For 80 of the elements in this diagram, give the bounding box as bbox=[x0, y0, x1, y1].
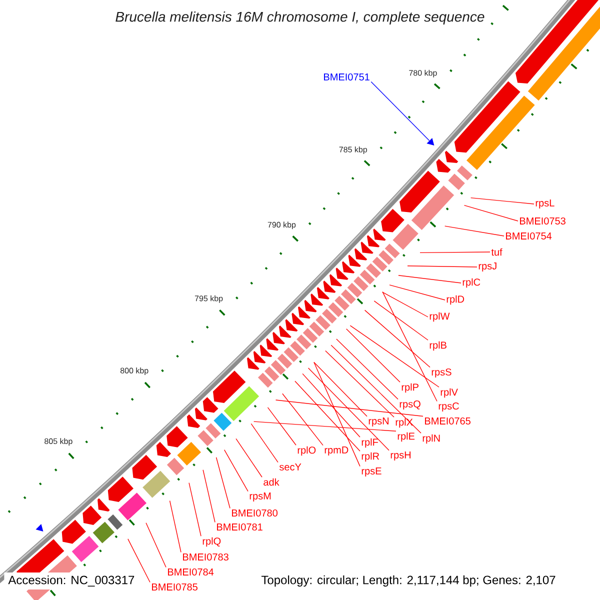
leader-line bbox=[330, 344, 422, 434]
gene-label: rplE bbox=[398, 432, 415, 442]
info-text: Accession: NC_003317 bbox=[4, 572, 139, 590]
leader-line bbox=[216, 457, 230, 509]
scale-label: 785 kbp bbox=[339, 146, 367, 154]
gene-label: rplP bbox=[402, 383, 418, 393]
leader-line bbox=[464, 204, 518, 222]
leader-line bbox=[374, 300, 428, 340]
gene-label: secY bbox=[279, 464, 302, 470]
leader-line bbox=[382, 291, 438, 402]
title: Brucella melitensis 16M chromosome I, complete sequence bbox=[116, 11, 484, 25]
leader-line bbox=[336, 338, 398, 400]
gene-label: rplW bbox=[430, 312, 450, 322]
leader-line bbox=[282, 393, 324, 446]
leader-line bbox=[364, 310, 430, 368]
scale-label: 800 kbp bbox=[120, 368, 148, 375]
leader-line bbox=[470, 197, 534, 204]
gene-label: rplC bbox=[462, 278, 480, 288]
scale-label: 780 kbp bbox=[409, 70, 437, 78]
leader-line bbox=[253, 421, 396, 432]
scale-label: 790 kbp bbox=[268, 222, 296, 230]
gene-label: rpsC bbox=[438, 402, 459, 412]
leader-line bbox=[389, 284, 446, 300]
gene-label: rpsM bbox=[250, 492, 271, 502]
leader-line bbox=[314, 362, 360, 467]
scale-label: 805 kbp bbox=[44, 438, 72, 446]
gene-label: rpsS bbox=[432, 368, 452, 378]
leader-line bbox=[275, 400, 424, 417]
leader-line bbox=[202, 470, 216, 523]
gene-label: adk bbox=[264, 478, 280, 486]
leader-line bbox=[346, 328, 400, 382]
gene-label: rpmD bbox=[324, 446, 348, 456]
leader-line bbox=[188, 482, 202, 536]
gene-label: rplB bbox=[430, 341, 446, 351]
gene-label: BMEI0783 bbox=[183, 553, 228, 561]
gene-label: rpsL bbox=[536, 200, 554, 208]
gene-label: tuf bbox=[491, 248, 502, 256]
leader-line bbox=[350, 325, 440, 388]
gene-label: rpsE bbox=[362, 468, 382, 476]
leader-line bbox=[302, 373, 360, 438]
leader-line bbox=[444, 226, 504, 236]
marker-triangle bbox=[426, 138, 434, 146]
gene-label: rplV bbox=[440, 388, 458, 398]
gene-label: rplQ bbox=[202, 537, 221, 547]
info-text: Topology: circular; Length: 2,117,144 bp; Genes: 2,107 bbox=[257, 572, 560, 590]
leader-line bbox=[382, 292, 428, 318]
gene-label: BMEI0784 bbox=[168, 568, 214, 576]
leader-line bbox=[294, 380, 360, 452]
gene-label: rplD bbox=[446, 295, 464, 305]
gene-label: BMEI0781 bbox=[217, 523, 262, 531]
leader-line bbox=[250, 423, 278, 463]
gene-label: BMEI0765 bbox=[425, 417, 470, 425]
gene-label: BMEI0785 bbox=[152, 583, 198, 591]
scale-label: 795 kbp bbox=[194, 295, 223, 303]
leader-line bbox=[128, 538, 150, 583]
leader-line bbox=[224, 449, 248, 492]
gene-label: rplR bbox=[362, 452, 380, 462]
leader-line bbox=[236, 438, 262, 478]
gene-label: rplO bbox=[298, 446, 316, 456]
gene-label: BMEI0780 bbox=[232, 509, 278, 517]
leader-line bbox=[325, 350, 394, 418]
leader-line bbox=[407, 266, 478, 268]
leader-line bbox=[370, 81, 430, 141]
leader-line bbox=[308, 368, 390, 451]
leader-line bbox=[169, 500, 182, 553]
leader-line bbox=[398, 275, 462, 284]
gene-label: rpsJ bbox=[478, 262, 496, 272]
leader-line bbox=[314, 362, 368, 417]
gene-label: BMEI0754 bbox=[506, 232, 552, 240]
gene-label: rplF bbox=[362, 438, 378, 448]
gene-label: rplX bbox=[396, 418, 413, 428]
leader-line bbox=[420, 252, 490, 254]
leader-line bbox=[267, 407, 296, 446]
gene-label: rpsH bbox=[390, 452, 410, 460]
gene-label: BMEI0751 bbox=[324, 73, 370, 81]
gene-label: BMEI0753 bbox=[520, 217, 566, 225]
gene-label: rplN bbox=[422, 434, 440, 444]
gene-label: rpsN bbox=[368, 418, 388, 426]
gene-label: rpsQ bbox=[400, 400, 420, 410]
leader-line bbox=[146, 522, 166, 568]
